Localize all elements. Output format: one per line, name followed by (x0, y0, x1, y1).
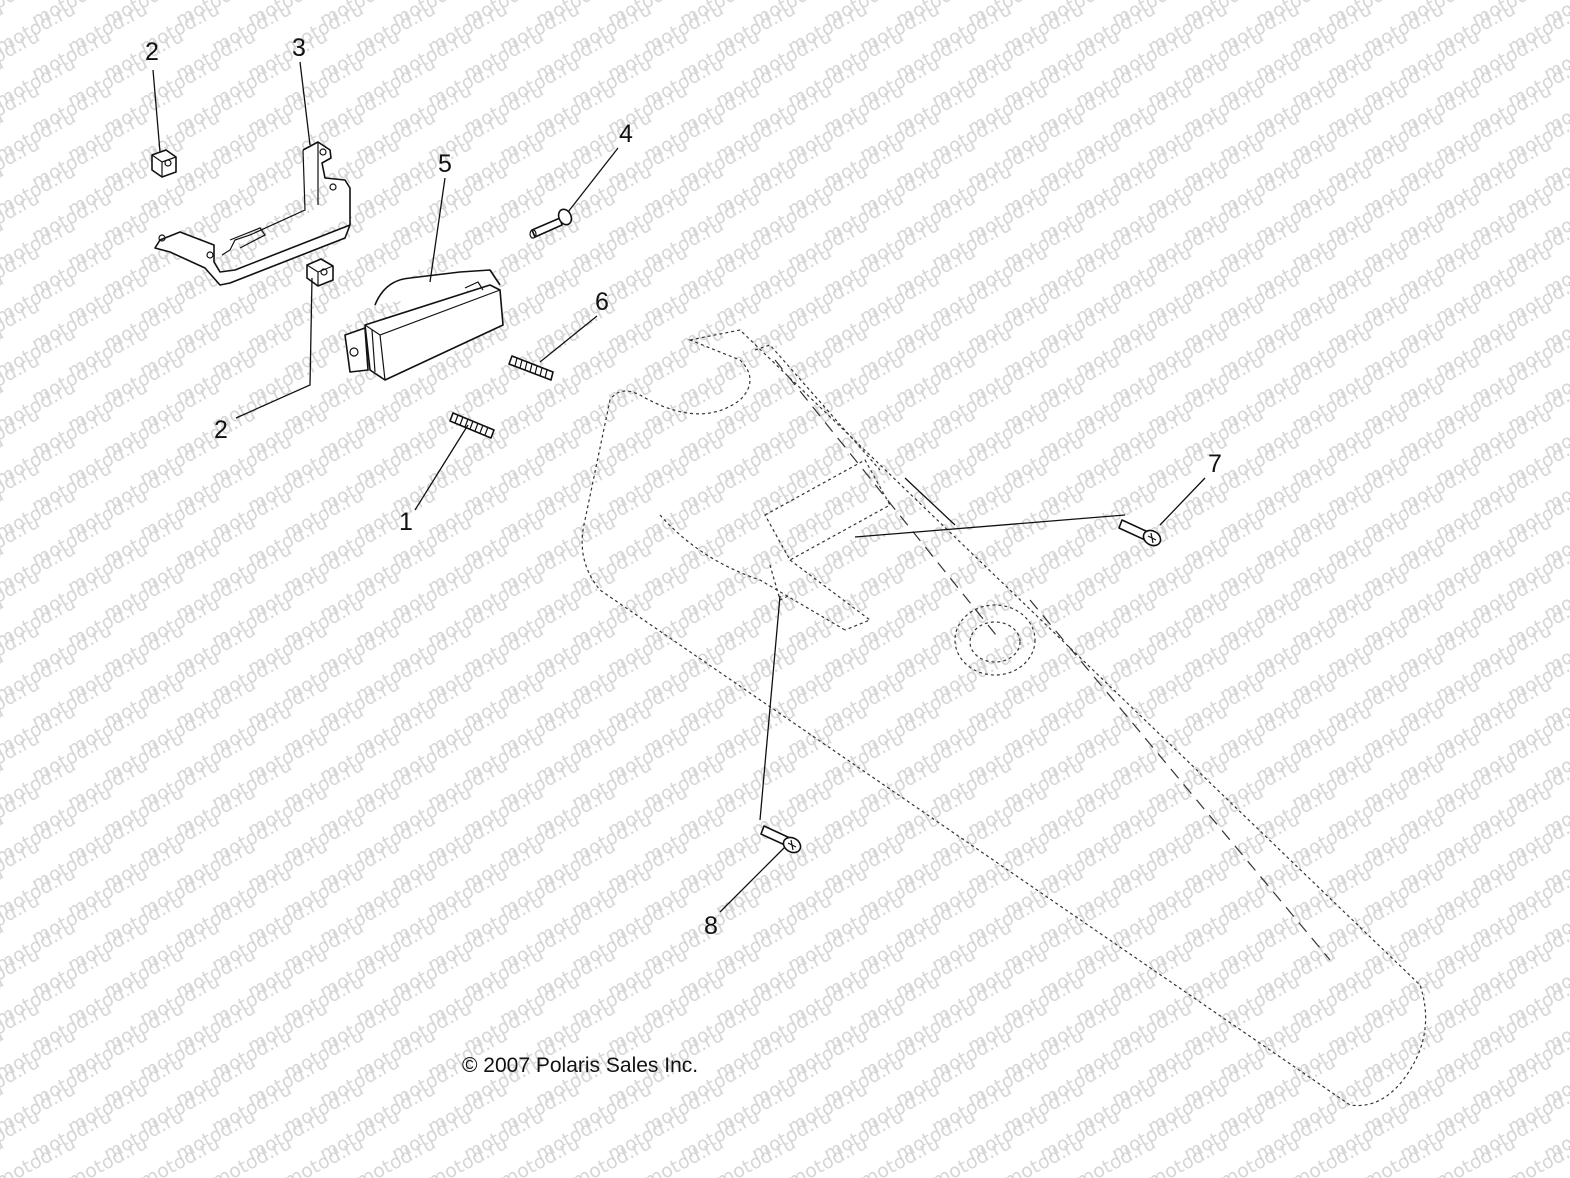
callout-5: 5 (438, 150, 452, 178)
clip-nut-mid (306, 258, 334, 287)
copyright-text: © 2007 Polaris Sales Inc. (462, 1054, 698, 1077)
callout-2-top: 2 (145, 38, 159, 66)
callout-4: 4 (619, 120, 633, 148)
clip-nut-top (151, 149, 177, 178)
callout-6: 6 (595, 288, 609, 316)
callout-7: 7 (1208, 450, 1222, 478)
callout-8: 8 (704, 912, 718, 940)
callout-1: 1 (399, 508, 413, 536)
callout-2-mid: 2 (214, 416, 228, 444)
callout-3: 3 (292, 34, 306, 62)
